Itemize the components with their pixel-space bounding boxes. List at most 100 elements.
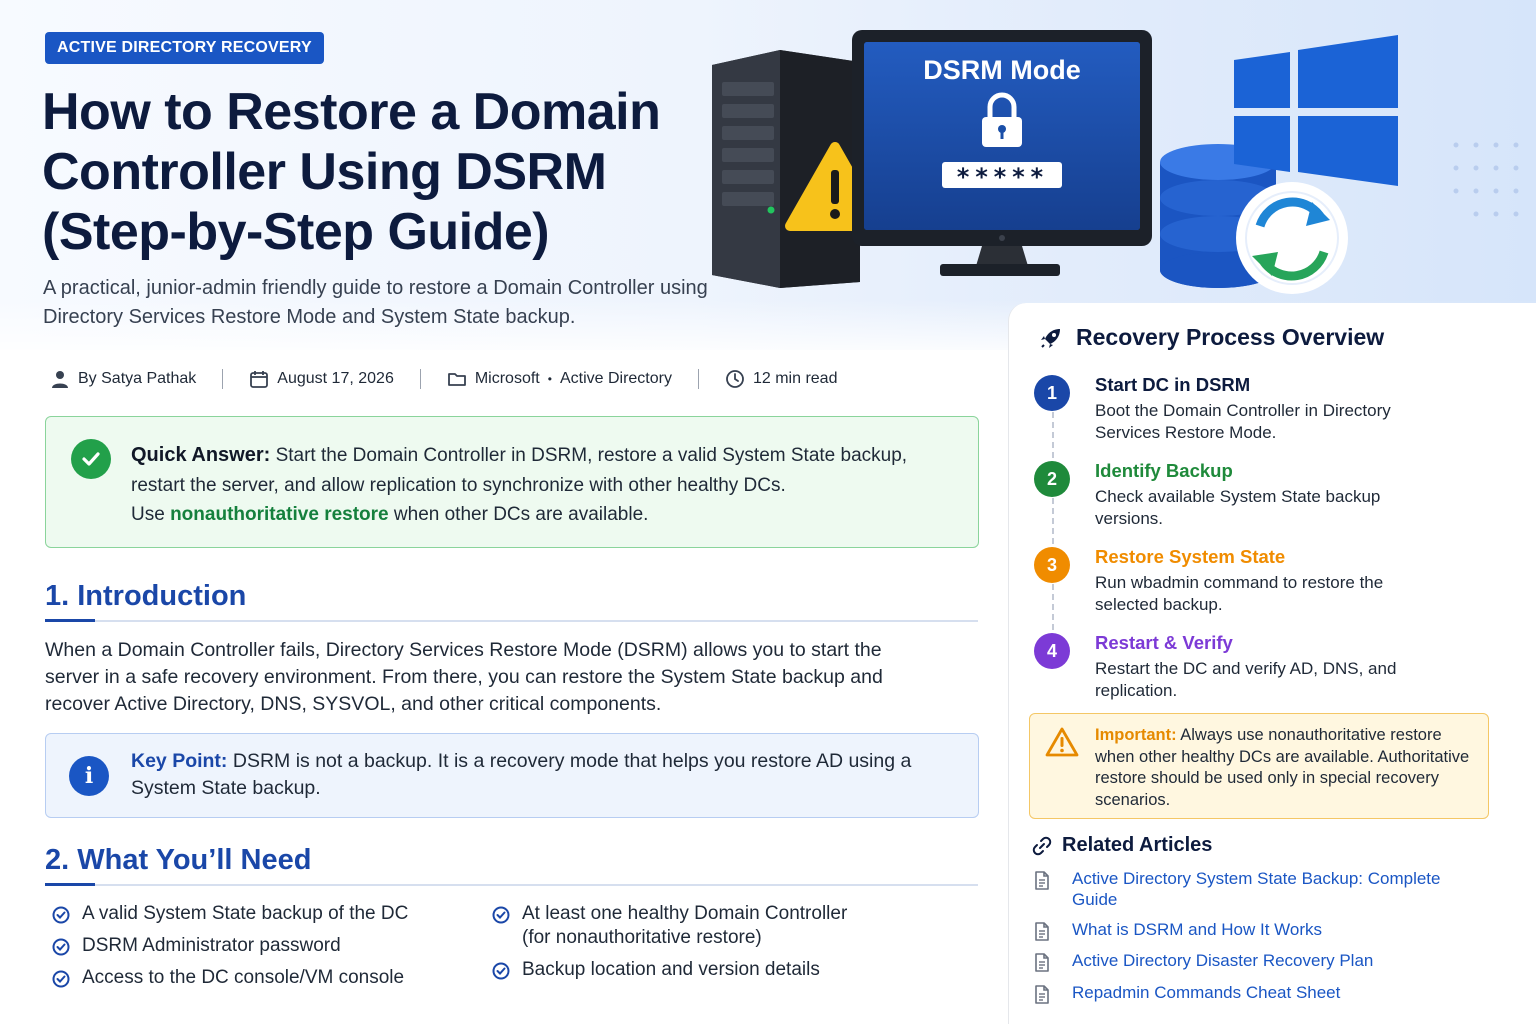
windows-logo-icon bbox=[1234, 35, 1398, 186]
recovery-step: 1 Start DC in DSRM Boot the Domain Control… bbox=[1034, 372, 1434, 458]
page-title: How to Restore a Domain Controller Using… bbox=[42, 83, 661, 261]
important-label: Important: bbox=[1095, 726, 1177, 744]
requirements-list-right: At least one healthy Domain Controller (… bbox=[492, 902, 912, 990]
requirements-list-left: A valid System State backup of the DC DS… bbox=[52, 902, 472, 998]
step-description: Run wbadmin command to restore the selec… bbox=[1095, 573, 1384, 614]
document-icon bbox=[1035, 922, 1049, 941]
step-connector bbox=[1051, 584, 1054, 630]
folder-icon bbox=[447, 373, 466, 386]
nonauthoritative-restore-link[interactable]: nonauthoritative restore bbox=[170, 504, 389, 525]
key-point-box: i Key Point: DSRM is not a backup. It is… bbox=[45, 733, 979, 818]
step-description: Restart the DC and verify AD, DNS, and r… bbox=[1095, 659, 1397, 700]
step-number-badge: 2 bbox=[1034, 461, 1070, 497]
related-article-link[interactable]: What is DSRM and How It Works bbox=[1034, 919, 1474, 941]
author-name: By Satya Pathak bbox=[78, 370, 197, 387]
related-article-link[interactable]: Active Directory System State Backup: Co… bbox=[1034, 868, 1474, 910]
list-item: DSRM Administrator password bbox=[52, 934, 472, 958]
step-number-badge: 4 bbox=[1034, 633, 1070, 669]
list-item-text: DSRM Administrator password bbox=[82, 935, 341, 956]
important-text: Important: Always use nonauthoritative r… bbox=[1095, 725, 1475, 811]
step-title: Restart & Verify bbox=[1095, 632, 1233, 653]
step-title: Restore System State bbox=[1095, 546, 1286, 567]
step-description: Check available System State backup vers… bbox=[1095, 487, 1381, 528]
category-microsoft[interactable]: Microsoft bbox=[474, 370, 540, 387]
check-circle-icon bbox=[492, 962, 510, 980]
check-circle-icon bbox=[492, 906, 510, 924]
list-item-text: At least one healthy Domain Controller (… bbox=[522, 903, 848, 948]
related-article-title[interactable]: What is DSRM and How It Works bbox=[1072, 920, 1323, 939]
dsrm-monitor-icon bbox=[852, 30, 1152, 276]
related-articles-list: Active Directory System State Backup: Co… bbox=[1034, 868, 1474, 1004]
related-article-link[interactable]: Repadmin Commands Cheat Sheet bbox=[1034, 982, 1474, 1004]
check-circle-icon bbox=[52, 970, 70, 988]
key-point-body: DSRM is not a backup. It is a recovery m… bbox=[131, 750, 912, 799]
check-circle-icon bbox=[52, 906, 70, 924]
list-item: Access to the DC console/VM console bbox=[52, 966, 472, 990]
article-meta: By Satya Pathak August 17, 2026 Microsof… bbox=[50, 366, 837, 392]
key-point-text: Key Point: DSRM is not a backup. It is a… bbox=[131, 748, 931, 802]
link-icon bbox=[1032, 836, 1052, 855]
overview-title: Recovery Process Overview bbox=[1076, 324, 1385, 350]
step-connector bbox=[1051, 412, 1054, 458]
rocket-icon bbox=[1041, 328, 1060, 348]
user-icon bbox=[52, 371, 68, 388]
list-item: A valid System State backup of the DC bbox=[52, 902, 472, 926]
quick-answer-prefix: Use bbox=[131, 504, 171, 525]
meta-categories[interactable]: Microsoft • Active Directory bbox=[447, 369, 672, 389]
list-item: At least one healthy Domain Controller (… bbox=[492, 902, 912, 950]
calendar-icon bbox=[250, 371, 269, 388]
section-divider bbox=[45, 619, 978, 622]
document-icon bbox=[1035, 871, 1049, 890]
step-connector bbox=[1051, 498, 1054, 544]
step-title: Start DC in DSRM bbox=[1095, 374, 1251, 395]
meta-author[interactable]: By Satya Pathak bbox=[50, 369, 196, 389]
meta-divider bbox=[222, 369, 224, 389]
warning-icon bbox=[1045, 727, 1079, 757]
quick-answer-label: Quick Answer: bbox=[131, 444, 271, 466]
step-number-badge: 1 bbox=[1034, 375, 1070, 411]
related-heading: Related Articles bbox=[1032, 834, 1212, 857]
list-item-text: A valid System State backup of the DC bbox=[82, 903, 409, 924]
category-badge[interactable]: ACTIVE DIRECTORY RECOVERY bbox=[45, 32, 324, 64]
clock-icon bbox=[726, 370, 744, 388]
read-time: 12 min read bbox=[752, 370, 838, 387]
list-item-text: Backup location and version details bbox=[522, 959, 820, 980]
check-circle-icon bbox=[71, 439, 111, 479]
decorative-dots bbox=[1453, 142, 1519, 217]
password-mask: ***** bbox=[955, 163, 1049, 191]
important-callout: Important: Always use nonauthoritative r… bbox=[1029, 713, 1489, 819]
document-icon bbox=[1035, 953, 1049, 972]
meta-date: August 17, 2026 bbox=[249, 369, 394, 389]
step-number-badge: 3 bbox=[1034, 547, 1070, 583]
document-icon bbox=[1035, 985, 1049, 1004]
step-description: Boot the Domain Controller in Directory … bbox=[1095, 401, 1391, 442]
related-article-title[interactable]: Active Directory Disaster Recovery Plan bbox=[1072, 951, 1374, 970]
introduction-paragraph: When a Domain Controller fails, Director… bbox=[45, 639, 883, 715]
hero-illustration bbox=[712, 30, 1398, 294]
category-separator: • bbox=[547, 372, 552, 386]
related-article-title[interactable]: Repadmin Commands Cheat Sheet bbox=[1072, 983, 1341, 1002]
quick-answer-suffix: when other DCs are available. bbox=[388, 504, 649, 525]
quick-answer-box: Quick Answer: Start the Domain Controlle… bbox=[45, 416, 979, 548]
step-title: Identify Backup bbox=[1095, 460, 1233, 481]
meta-divider bbox=[697, 369, 699, 389]
category-active-directory[interactable]: Active Directory bbox=[559, 370, 672, 387]
related-title: Related Articles bbox=[1062, 834, 1213, 856]
publish-date: August 17, 2026 bbox=[277, 370, 394, 387]
page-subtitle: A practical, junior-admin friendly guide… bbox=[43, 277, 708, 328]
restore-sync-icon bbox=[1236, 182, 1348, 294]
key-point-label: Key Point: bbox=[131, 750, 228, 772]
meta-read-time: 12 min read bbox=[725, 369, 838, 389]
important-body: Always use nonauthoritative restore when… bbox=[1095, 726, 1470, 809]
sidebar-panel bbox=[1008, 303, 1536, 1024]
related-article-link[interactable]: Active Directory Disaster Recovery Plan bbox=[1034, 950, 1474, 972]
quick-answer-body: Start the Domain Controller in DSRM, res… bbox=[131, 445, 908, 496]
quick-answer-text: Quick Answer: Start the Domain Controlle… bbox=[131, 441, 951, 530]
meta-divider bbox=[419, 369, 421, 389]
list-item-text: Access to the DC console/VM console bbox=[82, 967, 405, 988]
related-article-title[interactable]: Active Directory System State Backup: Co… bbox=[1072, 869, 1441, 909]
check-circle-icon bbox=[52, 938, 70, 956]
